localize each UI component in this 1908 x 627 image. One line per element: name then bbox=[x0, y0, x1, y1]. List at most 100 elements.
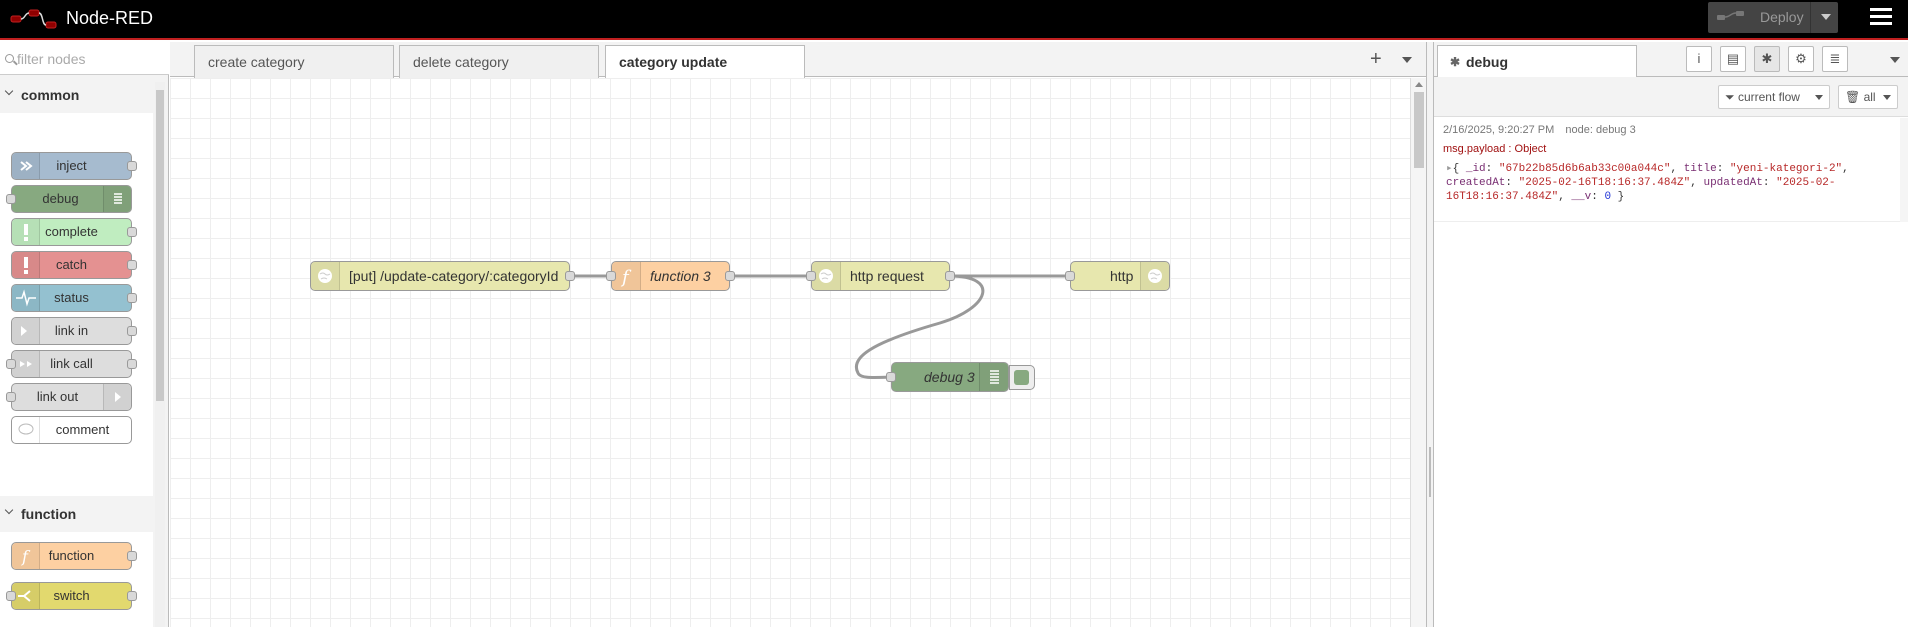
json-brace: } bbox=[1617, 191, 1625, 203]
palette-node-link-in[interactable]: link in bbox=[11, 317, 137, 345]
node-red-logo-icon bbox=[10, 9, 57, 29]
http-request-node[interactable]: http request bbox=[806, 261, 955, 291]
output-port[interactable] bbox=[127, 359, 137, 369]
debug-toggle-button[interactable] bbox=[1009, 365, 1035, 390]
json-value: "yeni-kategori-2" bbox=[1729, 163, 1843, 175]
input-port[interactable] bbox=[606, 271, 616, 281]
expand-triangle-icon[interactable]: ▸ bbox=[1446, 163, 1453, 175]
scroll-up-arrow-icon[interactable] bbox=[1415, 82, 1423, 87]
switch-icon bbox=[12, 583, 40, 609]
output-port[interactable] bbox=[127, 551, 137, 561]
deploy-icon bbox=[1717, 11, 1744, 20]
output-port[interactable] bbox=[565, 271, 575, 281]
http-response-node[interactable]: http bbox=[1065, 261, 1170, 291]
palette-node-debug[interactable]: debug bbox=[6, 185, 132, 213]
palette-node-switch[interactable]: switch bbox=[6, 582, 137, 610]
add-flow-plus-icon[interactable]: + bbox=[1370, 48, 1382, 70]
input-port[interactable] bbox=[806, 271, 816, 281]
node-label: debug 3 bbox=[924, 369, 975, 385]
deploy-label: Deploy bbox=[1760, 9, 1804, 25]
palette-node-link-out[interactable]: link out bbox=[6, 383, 132, 411]
filter-nodes-input[interactable] bbox=[15, 48, 160, 70]
palette-node-label: switch bbox=[53, 588, 90, 603]
palette-node-catch[interactable]: catch bbox=[11, 251, 137, 279]
output-port[interactable] bbox=[127, 293, 137, 303]
output-port[interactable] bbox=[945, 271, 955, 281]
tab-create-category[interactable]: create category bbox=[194, 45, 394, 78]
chevron-down-icon bbox=[4, 86, 14, 96]
output-port[interactable] bbox=[127, 227, 137, 237]
http-in-node[interactable]: [put] /update-category/:categoryId bbox=[310, 261, 575, 291]
deploy-menu-caret-icon[interactable] bbox=[1821, 14, 1831, 20]
palette-node-status[interactable]: status bbox=[11, 284, 137, 312]
output-port[interactable] bbox=[127, 326, 137, 336]
debug-scrollbar[interactable] bbox=[1900, 118, 1908, 222]
flow-list-caret-icon[interactable] bbox=[1402, 57, 1412, 63]
category-label: common bbox=[21, 87, 80, 103]
debug-node[interactable]: debug 3 bbox=[886, 362, 1009, 392]
tab-label: delete category bbox=[413, 54, 509, 70]
pulse-icon bbox=[12, 285, 40, 311]
header-bar: Node-RED Deploy bbox=[0, 0, 1908, 40]
output-port[interactable] bbox=[127, 260, 137, 270]
category-label: function bbox=[21, 506, 77, 522]
input-port[interactable] bbox=[6, 194, 16, 204]
tab-category-update[interactable]: category update bbox=[605, 45, 805, 78]
filter-label: current flow bbox=[1737, 90, 1800, 104]
palette-scrollbar[interactable] bbox=[155, 82, 165, 627]
tab-delete-category[interactable]: delete category bbox=[399, 45, 599, 78]
palette-node-complete[interactable]: complete bbox=[11, 218, 137, 246]
palette-node-comment[interactable]: comment bbox=[11, 416, 132, 444]
palette-node-function[interactable]: f function bbox=[11, 542, 137, 570]
output-port[interactable] bbox=[725, 271, 735, 281]
debug-bug-icon[interactable]: ✱ bbox=[1754, 46, 1780, 72]
deploy-separator bbox=[1810, 2, 1811, 33]
deploy-button[interactable]: Deploy bbox=[1708, 2, 1838, 33]
canvas-scroll-thumb[interactable] bbox=[1414, 92, 1424, 168]
canvas-scrollbar[interactable] bbox=[1410, 78, 1426, 627]
palette-category-common[interactable]: common bbox=[0, 77, 153, 113]
exclamation-icon bbox=[12, 252, 40, 278]
splitter-grip[interactable] bbox=[1429, 447, 1431, 497]
debug-node-link[interactable]: node: debug 3 bbox=[1565, 124, 1636, 136]
help-book-icon[interactable]: ▤ bbox=[1720, 46, 1746, 72]
clear-debug-dropdown[interactable]: 🗑 all bbox=[1838, 85, 1898, 109]
palette-node-label: link out bbox=[36, 389, 79, 404]
palette-scroll-thumb[interactable] bbox=[156, 90, 164, 401]
palette-node-label: inject bbox=[56, 158, 87, 173]
main-menu-hamburger-icon[interactable] bbox=[1870, 8, 1892, 28]
search-icon bbox=[5, 54, 14, 63]
palette-node-label: comment bbox=[55, 422, 110, 437]
json-key: title bbox=[1683, 163, 1717, 175]
input-port[interactable] bbox=[1065, 271, 1075, 281]
tab-label: category update bbox=[619, 54, 728, 70]
input-port[interactable] bbox=[886, 372, 896, 382]
palette-node-inject[interactable]: inject bbox=[11, 152, 137, 180]
palette-category-function[interactable]: function bbox=[0, 496, 153, 532]
wire bbox=[855, 274, 985, 379]
sidebar-splitter[interactable] bbox=[1426, 42, 1434, 627]
output-port[interactable] bbox=[127, 161, 137, 171]
sidebar-menu-caret-icon[interactable] bbox=[1890, 57, 1900, 63]
input-port[interactable] bbox=[6, 591, 16, 601]
filter-funnel-icon: ⏷ bbox=[1725, 90, 1735, 104]
palette-node-label: link call bbox=[50, 356, 93, 371]
flow-canvas[interactable]: [put] /update-category/:categoryId f fun… bbox=[170, 78, 1410, 627]
json-brace: { bbox=[1452, 163, 1460, 175]
input-port[interactable] bbox=[6, 359, 16, 369]
debug-message-body[interactable]: ▸{ _id: "67b22b85d6b6ab33c00a044c", titl… bbox=[1446, 163, 1849, 203]
node-label: http bbox=[1110, 268, 1134, 284]
debug-message-type: msg.payload : Object bbox=[1443, 143, 1547, 155]
context-data-icon[interactable]: ≣ bbox=[1822, 46, 1848, 72]
tab-debug[interactable]: ✱ debug bbox=[1437, 45, 1637, 78]
palette-node-label: function bbox=[48, 548, 95, 563]
debug-filter-dropdown[interactable]: ⏷ current flow bbox=[1718, 85, 1830, 109]
info-icon[interactable]: i bbox=[1686, 46, 1712, 72]
palette-node-link-call[interactable]: link call bbox=[6, 350, 137, 378]
output-port[interactable] bbox=[127, 591, 137, 601]
link-out-icon bbox=[103, 384, 131, 410]
function-node[interactable]: f function 3 bbox=[606, 261, 735, 291]
palette-node-label: catch bbox=[55, 257, 88, 272]
input-port[interactable] bbox=[6, 392, 16, 402]
gear-icon[interactable]: ⚙ bbox=[1788, 46, 1814, 72]
